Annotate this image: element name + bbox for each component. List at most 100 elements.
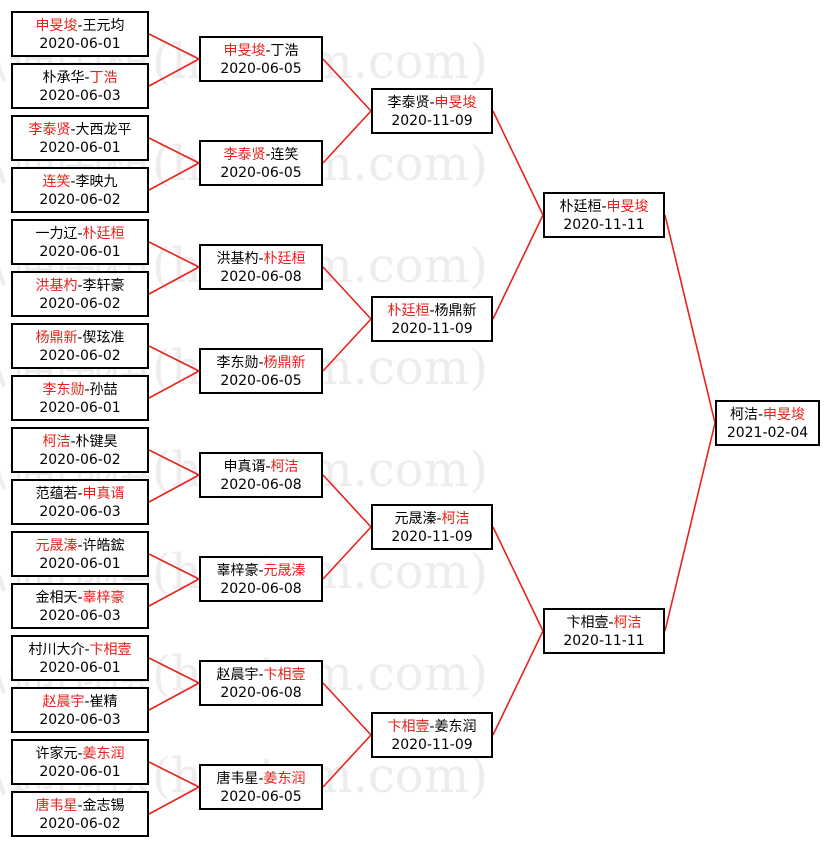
match-players: 李泰贤-连笑 xyxy=(201,146,321,164)
match-players: 金相天-辜梓豪 xyxy=(13,589,147,607)
match-players: 元晟溱-柯洁 xyxy=(373,510,491,528)
name-separator: - xyxy=(757,407,764,423)
bracket-connector-line xyxy=(492,526,544,632)
match-players: 连笑-李映九 xyxy=(13,173,147,191)
match-players: 李泰贤-大西龙平 xyxy=(13,121,147,139)
bracket-connector-line xyxy=(322,682,372,736)
player-one-name: 朴廷桓 xyxy=(559,199,602,215)
bracket-connector-line xyxy=(148,162,200,191)
match-date: 2020-06-01 xyxy=(39,400,121,416)
player-one-name: 李泰贤 xyxy=(28,122,71,138)
name-separator: - xyxy=(265,43,271,59)
player-two-name: 王元均 xyxy=(82,18,125,34)
name-separator: - xyxy=(258,563,264,579)
player-two-name: 偰玹准 xyxy=(82,330,125,346)
match-players: 许家元-姜东润 xyxy=(13,745,147,763)
name-separator: - xyxy=(77,538,83,554)
player-one-name: 元晟溱 xyxy=(394,511,437,527)
match-players: 辜梓豪-元晟溱 xyxy=(201,562,321,580)
player-one-name: 金相天 xyxy=(35,590,78,606)
player-one-name: 柯洁 xyxy=(42,434,71,450)
player-two-name: 李轩豪 xyxy=(82,278,125,294)
match-date: 2020-06-02 xyxy=(39,348,121,364)
match-players: 元晟溱-许皓鋐 xyxy=(13,537,147,555)
player-one-name: 杨鼎新 xyxy=(35,330,78,346)
player-two-name: 丁浩 xyxy=(89,70,118,86)
name-separator: - xyxy=(429,719,435,735)
match-date: 2020-06-05 xyxy=(220,165,302,181)
player-two-name: 元晟溱 xyxy=(263,563,306,579)
player-one-name: 李东勋 xyxy=(42,382,85,398)
player-two-name: 孙喆 xyxy=(89,382,118,398)
bracket-connector-line xyxy=(322,318,372,372)
bracket-connector-line xyxy=(492,110,544,216)
player-two-name: 申真谞 xyxy=(82,486,125,502)
player-two-name: 大西龙平 xyxy=(75,122,132,138)
name-separator: - xyxy=(77,746,83,762)
name-separator: - xyxy=(601,199,607,215)
match-date: 2020-06-01 xyxy=(39,660,121,676)
player-two-name: 李映九 xyxy=(75,174,118,190)
match-date: 2020-06-03 xyxy=(39,88,121,104)
name-separator: - xyxy=(77,486,83,502)
player-two-name: 申旻埈 xyxy=(763,407,806,423)
player-one-name: 李泰贤 xyxy=(387,95,430,111)
name-separator: - xyxy=(258,771,264,787)
player-two-name: 辜梓豪 xyxy=(82,590,125,606)
match-players: 卞相壹-柯洁 xyxy=(545,614,663,632)
bracket-connector-line xyxy=(148,345,200,372)
player-one-name: 洪基杓 xyxy=(216,251,259,267)
match-date: 2020-06-01 xyxy=(39,764,121,780)
match-date: 2020-06-03 xyxy=(39,608,121,624)
name-separator: - xyxy=(84,382,90,398)
player-one-name: 卞相壹 xyxy=(566,615,609,631)
player-two-name: 杨鼎新 xyxy=(434,303,477,319)
player-two-name: 姜东润 xyxy=(434,719,477,735)
bracket-connector-line xyxy=(322,474,372,528)
match-players: 朴廷桓-杨鼎新 xyxy=(373,302,491,320)
bracket-connector-line xyxy=(322,734,372,788)
match-date: 2020-06-01 xyxy=(39,140,121,156)
match-box-round1: 李东勋-孙喆 2020-06-01 xyxy=(11,375,149,421)
name-separator: - xyxy=(77,590,83,606)
player-two-name: 崔精 xyxy=(89,694,118,710)
match-players: 朴承华-丁浩 xyxy=(13,69,147,87)
player-two-name: 丁浩 xyxy=(270,43,299,59)
match-date: 2020-06-03 xyxy=(39,504,121,520)
player-two-name: 卞相壹 xyxy=(263,667,306,683)
bracket-connector-line xyxy=(322,58,372,112)
name-separator: - xyxy=(429,95,435,111)
match-date: 2020-06-01 xyxy=(39,244,121,260)
name-separator: - xyxy=(436,511,442,527)
match-players: 申旻埈-丁浩 xyxy=(201,42,321,60)
player-one-name: 申旻埈 xyxy=(35,18,78,34)
bracket-connector-line xyxy=(148,137,200,164)
match-players: 赵晨宇-卞相壹 xyxy=(201,666,321,684)
player-two-name: 申旻埈 xyxy=(434,95,477,111)
match-players: 唐韦星-姜东润 xyxy=(201,770,321,788)
name-separator: - xyxy=(258,667,264,683)
name-separator: - xyxy=(77,226,83,242)
match-date: 2020-06-05 xyxy=(220,789,302,805)
player-one-name: 申真谞 xyxy=(223,459,266,475)
name-separator: - xyxy=(70,174,76,190)
name-separator: - xyxy=(70,434,76,450)
